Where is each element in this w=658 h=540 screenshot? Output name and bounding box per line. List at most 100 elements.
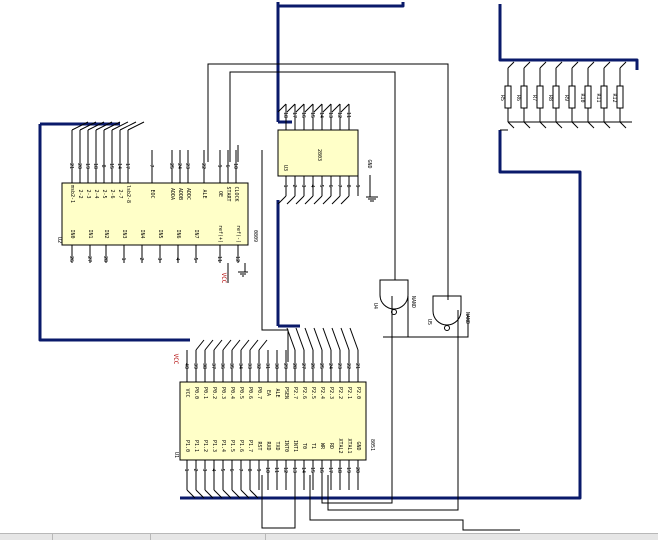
status-bar-divider [265, 534, 266, 540]
bus-entry [222, 339, 232, 351]
pin-name: P0.6 [247, 387, 253, 399]
pin-name: T1 [310, 443, 316, 449]
pin-number: 5 [318, 184, 324, 187]
u1-vcc-label: VCC [172, 354, 179, 365]
pin-number: 6 [224, 164, 230, 167]
bus-entry [313, 103, 323, 113]
pin-number: 9 [216, 164, 222, 167]
pin-name: P2.0 [355, 387, 361, 399]
bus-entry [322, 103, 332, 113]
pin-name: RST [256, 441, 262, 450]
bus-entry [523, 61, 531, 69]
resistor-label: R6 [515, 95, 521, 101]
pin-name: P1.3 [211, 440, 217, 452]
bus-entry [249, 339, 259, 351]
pin-name: ADDC [185, 188, 191, 200]
pin-number: 10 [264, 467, 270, 473]
u2-chip[interactable]: 21msb2-1202-2192-3182-482-5152-6142-717l… [56, 121, 258, 284]
pin-number: 18 [336, 467, 342, 473]
pin-number: 36 [219, 363, 225, 369]
u4-type-label: NAND [410, 296, 416, 308]
bus-entry [331, 327, 341, 351]
bus-entry [619, 121, 627, 129]
bus-entry [195, 489, 205, 499]
pin-name: P2.1 [346, 387, 352, 399]
pin-name: ref(-) [235, 225, 241, 243]
u3-part-label: 2803 [316, 149, 322, 161]
bus-entry [587, 61, 595, 69]
pin-number: 2 [291, 184, 297, 187]
pin-name: INT1 [292, 440, 298, 452]
bus-entry [587, 121, 595, 129]
pin-number: 1 [282, 184, 288, 187]
bus-entry [322, 195, 332, 205]
pin-number: 5 [219, 468, 225, 471]
pin-name: P2.6 [301, 387, 307, 399]
bus-entry [222, 489, 232, 499]
pin-number: 4 [210, 468, 216, 471]
u3-gnd-label: GND [366, 159, 372, 168]
resistor-label: R5 [499, 95, 505, 101]
pin-name: ALE [274, 388, 280, 397]
bus-entry [240, 339, 250, 351]
nand-gate-u5[interactable]: U5 NAND [426, 295, 470, 331]
bus-entry [103, 121, 121, 131]
pin-number: 7 [148, 164, 154, 167]
bus-entry [213, 489, 223, 499]
bus-entry [340, 195, 350, 205]
pin-name: XTAL2 [337, 438, 343, 453]
bus-entry [523, 121, 531, 129]
pin-number: 17 [124, 163, 130, 169]
pin-number: 11 [273, 467, 279, 473]
pin-name: P0.7 [256, 387, 262, 399]
resistor-label: R12 [611, 93, 617, 102]
pin-number: 22 [200, 163, 206, 169]
pin-number: 6 [327, 184, 333, 187]
pin-number: 27 [300, 363, 306, 369]
bus-entry [231, 339, 241, 351]
nand-gate-u4[interactable]: U4 NAND [372, 279, 416, 315]
u1-chip[interactable]: 40VCC39P0.038P0.137P0.236P0.335P0.434P0.… [172, 327, 375, 499]
bus-entry [204, 489, 214, 499]
bus-entry [204, 339, 214, 351]
pin-number: 13 [327, 112, 333, 118]
pin-name: WR [319, 443, 325, 450]
pin-number: 32 [255, 363, 261, 369]
pin-number: 35 [228, 363, 234, 369]
bus-entry [331, 103, 341, 113]
pin-number: 27 [86, 256, 92, 262]
pin-name: P1.1 [193, 440, 199, 452]
bus-entry [195, 339, 205, 351]
bus-entry [79, 121, 97, 131]
pin-name: START [225, 186, 231, 201]
pin-name: msb2-1 [69, 185, 75, 203]
pin-number: 37 [210, 363, 216, 369]
pin-number: 15 [108, 163, 114, 169]
pin-name: RXD [265, 441, 271, 450]
pin-name: P1.4 [220, 440, 226, 452]
pin-number: 39 [192, 363, 198, 369]
pin-number: 25 [318, 363, 324, 369]
bus-entry [277, 103, 287, 113]
pin-number: 2 [138, 257, 144, 260]
pin-name: EOC [149, 189, 155, 198]
bus-entry [340, 327, 350, 351]
bus-entry [304, 103, 314, 113]
pin-name: P1.6 [238, 440, 244, 452]
pin-name: lsb2-8 [125, 185, 131, 203]
bus-entry [507, 121, 515, 129]
pin-name: ADDB [177, 188, 183, 200]
bus-entry [286, 327, 296, 351]
pin-number: 3 [156, 257, 162, 260]
pin-name: IN3 [121, 229, 127, 238]
pin-name: P2.4 [319, 387, 325, 399]
pin-number: 8 [345, 184, 351, 187]
pin-number: 1 [183, 468, 189, 471]
pin-name: T0 [301, 443, 307, 449]
pin-number: 17 [291, 112, 297, 118]
pin-name: IN4 [139, 229, 145, 238]
bus-entry [277, 195, 287, 205]
